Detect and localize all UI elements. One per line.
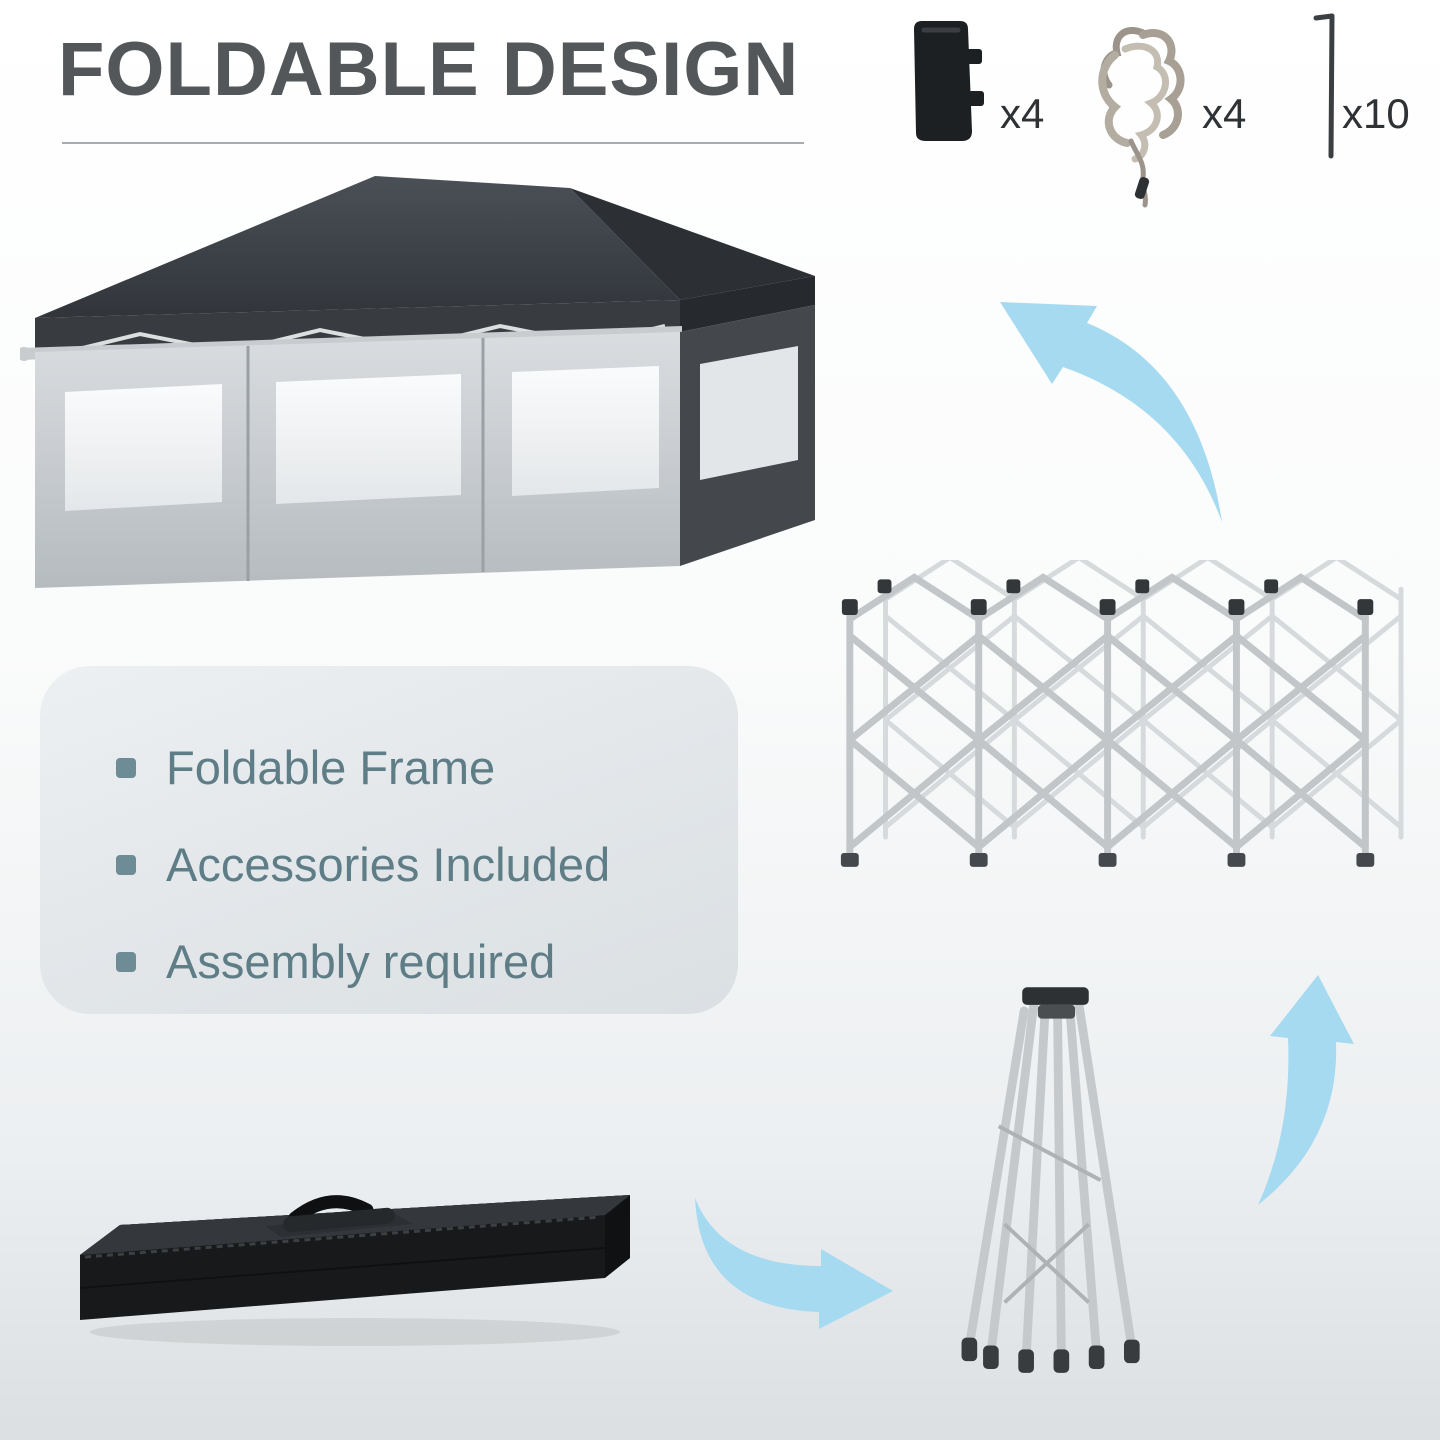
feature-list: Foldable Frame Accessories Included Asse… (40, 666, 738, 989)
feature-item: Foldable Frame (116, 740, 738, 795)
feature-label: Assembly required (166, 935, 556, 988)
canopy-tent-illustration (20, 176, 815, 588)
feature-item: Assembly required (116, 934, 738, 989)
bullet-square-icon (116, 757, 136, 778)
page-title: FOLDABLE DESIGN (58, 27, 800, 112)
bullet-square-icon (116, 951, 136, 972)
ground-stake-icon (1313, 13, 1335, 159)
bullet-square-icon (116, 854, 136, 875)
feature-item: Accessories Included (116, 837, 738, 892)
title-underline (62, 142, 804, 144)
curved-arrow-frame-to-tent-icon (1000, 302, 1222, 522)
feature-label: Foldable Frame (166, 741, 496, 794)
stake-qty: x10 (1342, 90, 1410, 137)
carry-bag-illustration (79, 1195, 630, 1346)
curved-arrow-bundle-to-frame-icon (1258, 975, 1354, 1205)
curved-arrow-bag-to-bundle-icon (695, 1198, 893, 1329)
folded-frame-illustration (840, 560, 1404, 867)
rope-qty: x4 (1202, 90, 1247, 137)
sandbag-weight-icon (914, 21, 984, 141)
feature-label: Accessories Included (166, 838, 611, 891)
feature-panel: Foldable Frame Accessories Included Asse… (40, 666, 738, 1014)
sandbag-qty: x4 (1000, 90, 1045, 137)
rope-icon (1098, 27, 1185, 208)
collapsed-frame-illustration (961, 987, 1140, 1373)
